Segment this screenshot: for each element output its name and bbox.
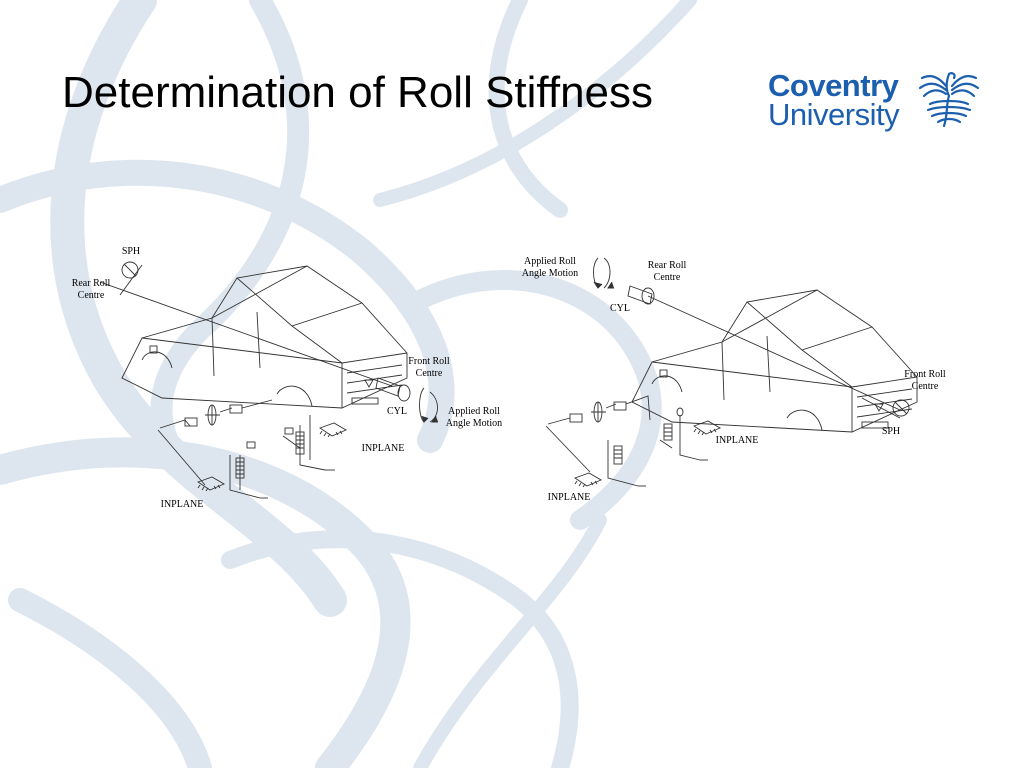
right-inplane-lower-label: INPLANE	[547, 492, 591, 503]
left-suspension-linkage	[157, 399, 347, 499]
left-sph-joint	[121, 261, 139, 279]
left-front-roll-centre-label: Front Roll Centre	[408, 356, 450, 379]
logo-word-coventry: Coventry	[768, 68, 899, 103]
left-cyl-joint	[375, 377, 438, 423]
right-car	[631, 289, 918, 433]
left-inplane-upper-label: INPLANE	[361, 443, 405, 454]
phoenix-icon	[918, 72, 980, 128]
left-inplane-lower-label: INPLANE	[160, 499, 204, 510]
right-rear-roll-centre-label: Rear Roll Centre	[647, 260, 687, 283]
left-cyl-label: CYL	[387, 406, 407, 417]
left-rear-roll-centre-label: Rear Roll Centre	[71, 278, 111, 301]
right-inplane-upper-label: INPLANE	[715, 435, 759, 446]
right-sph-joint	[892, 399, 910, 417]
right-roll-axis	[647, 295, 901, 419]
left-applied-roll-label: Applied Roll Angle Motion	[445, 406, 503, 429]
logo-word-university: University	[768, 97, 900, 132]
left-sph-label: SPH	[121, 246, 141, 257]
right-suspension-linkage	[545, 395, 721, 488]
right-sph-label: SPH	[881, 426, 901, 437]
coventry-university-logo: Coventry University	[768, 66, 988, 134]
right-applied-roll-label: Applied Roll Angle Motion	[521, 256, 579, 279]
right-front-roll-centre-label: Front Roll Centre	[904, 369, 946, 392]
left-roll-axis	[99, 264, 393, 387]
right-cyl-label: CYL	[610, 303, 630, 314]
slide-title: Determination of Roll Stiffness	[62, 68, 654, 117]
left-car	[121, 265, 408, 409]
right-cyl-joint	[593, 257, 655, 305]
